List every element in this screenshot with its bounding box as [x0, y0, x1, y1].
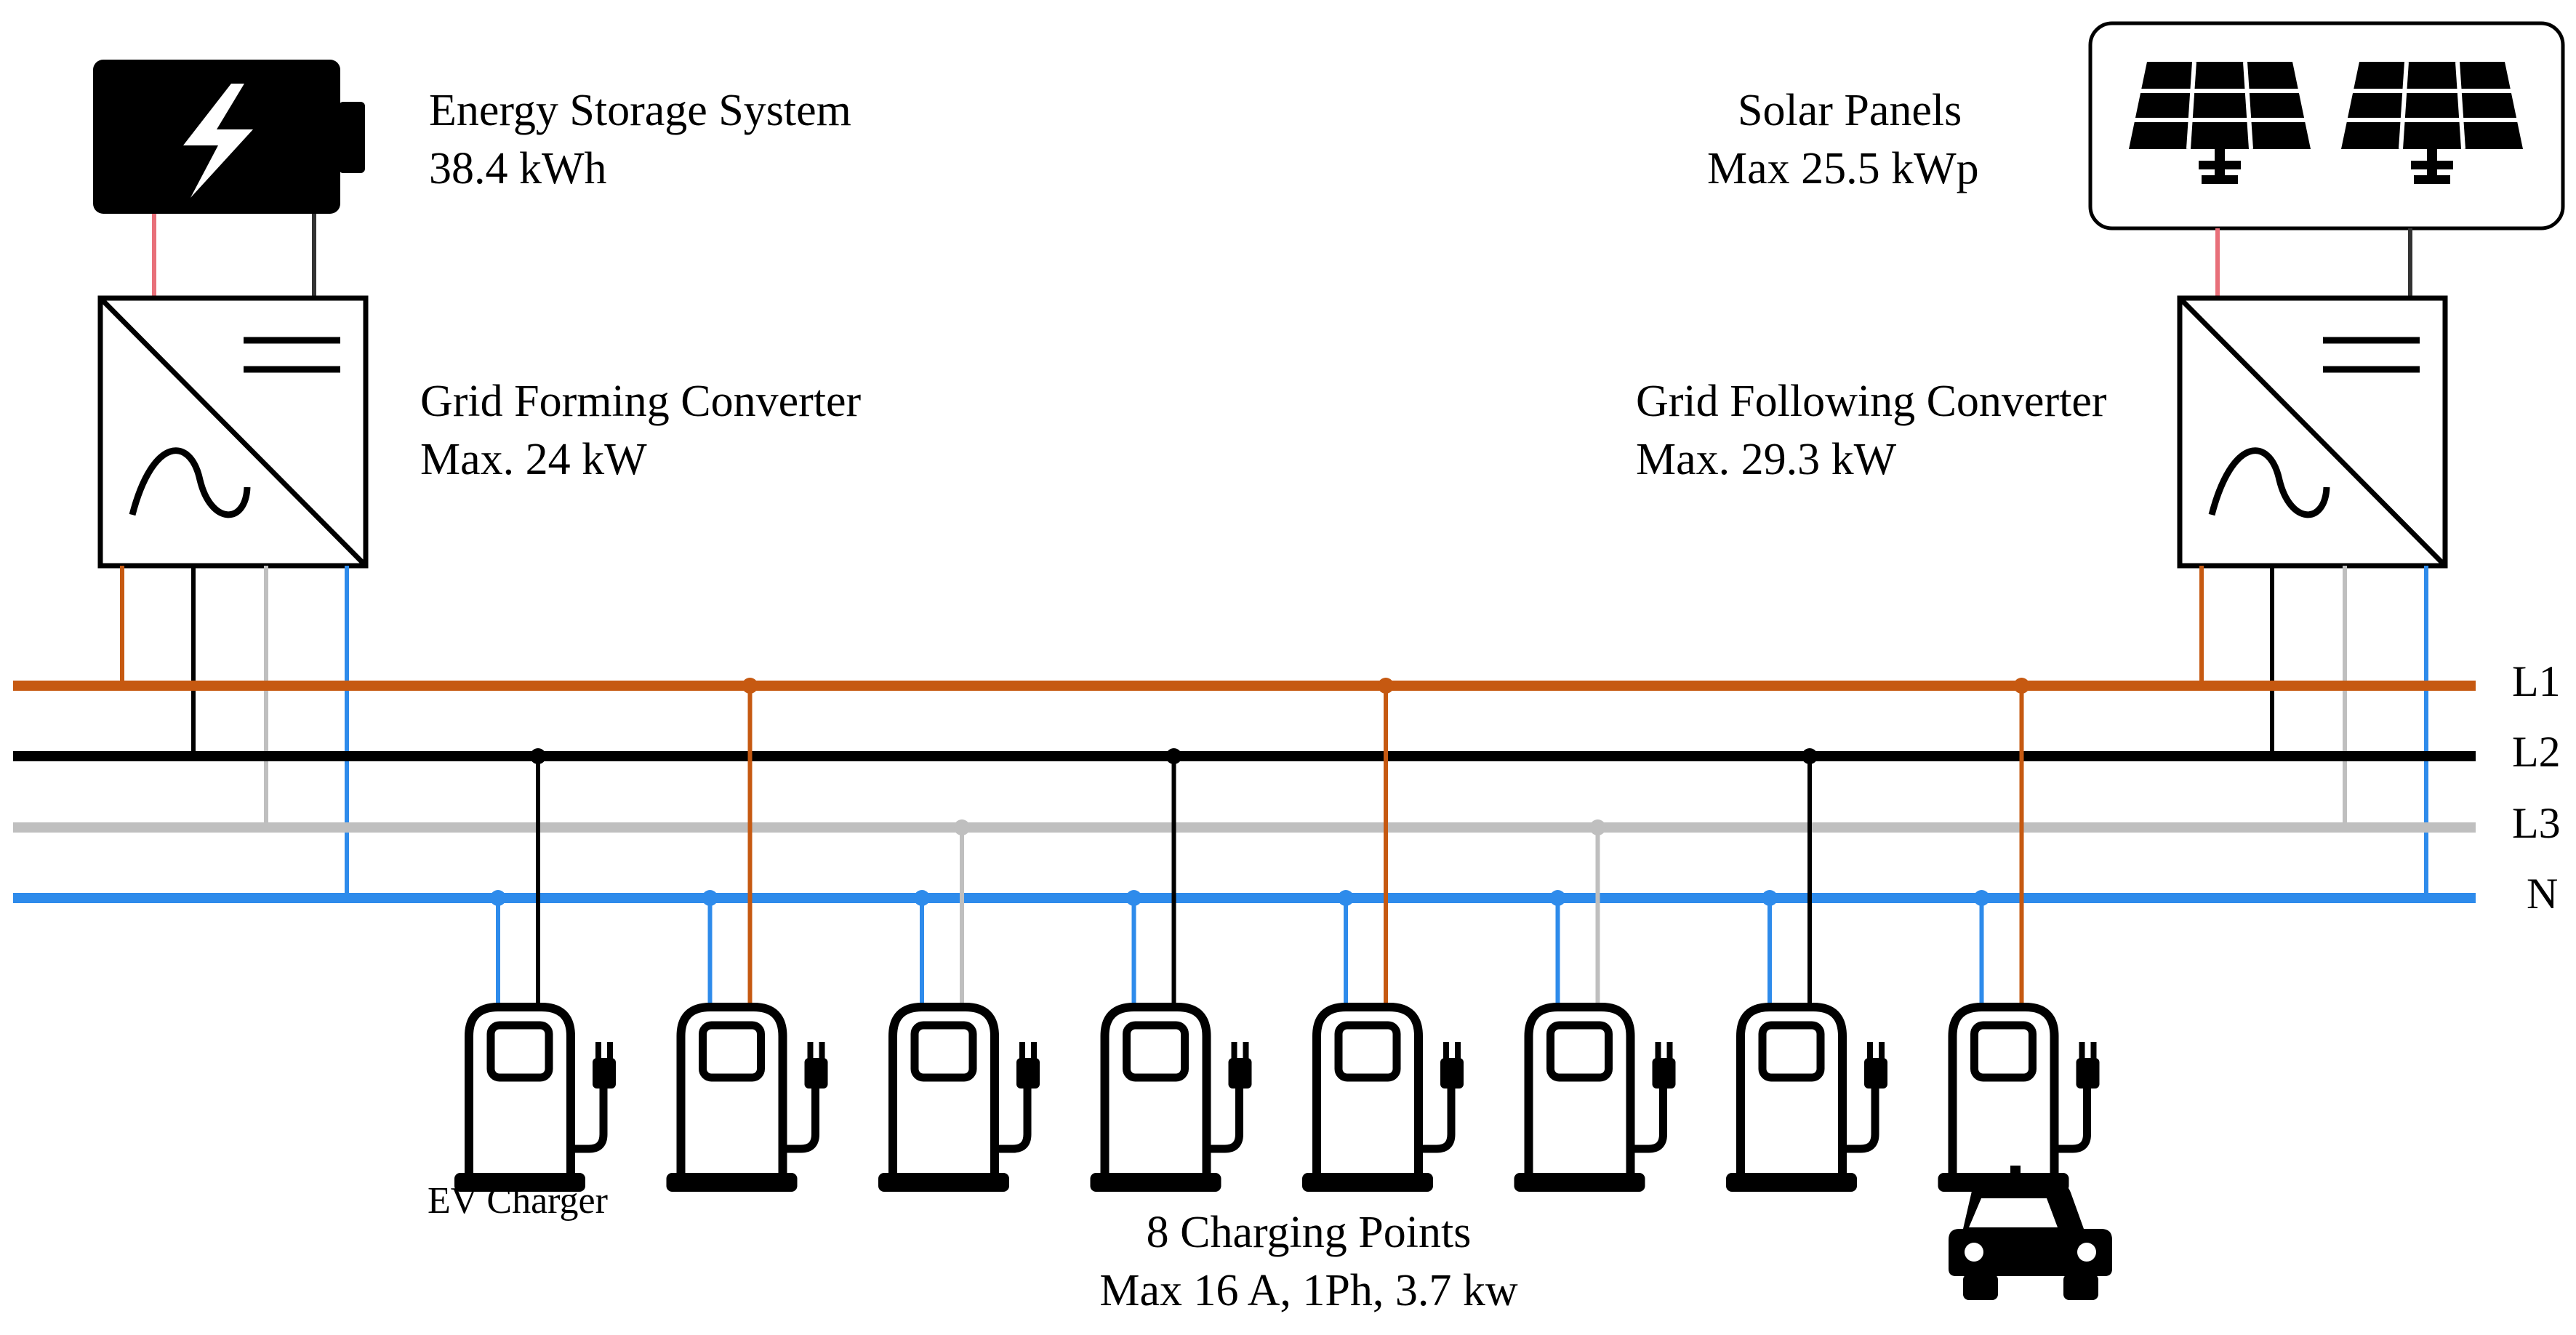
bus-label-l2: L2 — [2512, 728, 2561, 776]
storage-capacity: 38.4 kWh — [429, 144, 607, 193]
neutral-junction-dot — [1549, 890, 1566, 906]
phase-junction-dot — [1378, 678, 1394, 694]
battery-lightning-icon — [93, 60, 365, 214]
neutral-junction-dot — [702, 890, 718, 906]
storage-title: Energy Storage System — [429, 86, 851, 135]
grid-following-title: Grid Following Converter — [1636, 377, 2107, 426]
charger-wires — [490, 678, 2030, 1007]
neutral-junction-dot — [914, 890, 930, 906]
ev-charger-icon — [1514, 1007, 1676, 1192]
phase-junction-dot — [1802, 748, 1818, 764]
chargers-row — [454, 1007, 2100, 1192]
grid-forming-rating: Max. 24 kW — [420, 435, 647, 484]
ev-charger-icon — [454, 1007, 616, 1192]
neutral-junction-dot — [490, 890, 506, 906]
grid-forming-converter-icon — [97, 295, 369, 569]
grid-following-rating: Max. 29.3 kW — [1636, 435, 1897, 484]
ev-charger-icon — [1302, 1007, 1464, 1192]
neutral-junction-dot — [1973, 890, 1990, 906]
phase-junction-dot — [530, 748, 546, 764]
solar-capacity: Max 25.5 kWp — [1707, 144, 1979, 193]
phase-junction-dot — [1589, 819, 1606, 835]
grid-forming-drops — [120, 566, 349, 898]
neutral-junction-dot — [1126, 890, 1142, 906]
bus-label-l3: L3 — [2512, 799, 2561, 847]
ev-charger-icon — [1726, 1007, 1887, 1192]
neutral-junction-dot — [1762, 890, 1778, 906]
bus-label-l1: L1 — [2512, 657, 2561, 705]
car-icon — [1949, 1166, 2112, 1300]
charging-points-title: 8 Charging Points — [1147, 1208, 1472, 1257]
phase-junction-dot — [2013, 678, 2030, 694]
ev-charger-icon — [878, 1007, 1040, 1192]
ev-charger-icon — [1091, 1007, 1252, 1192]
solar-title: Solar Panels — [1738, 86, 1962, 135]
grid-forming-title: Grid Forming Converter — [420, 377, 861, 426]
ev-charger-caption: EV Charger — [428, 1180, 608, 1222]
bus-label-n: N — [2527, 870, 2558, 918]
grid-following-converter-icon — [2177, 295, 2448, 569]
phase-junction-dot — [1165, 748, 1182, 764]
grid-following-drops — [2199, 566, 2428, 898]
phase-junction-dot — [954, 819, 970, 835]
phase-junction-dot — [742, 678, 758, 694]
ev-charger-icon — [1938, 1007, 2100, 1192]
charging-points-spec: Max 16 A, 1Ph, 3.7 kw — [1099, 1266, 1517, 1315]
neutral-junction-dot — [1338, 890, 1354, 906]
ev-charger-icon — [667, 1007, 828, 1192]
